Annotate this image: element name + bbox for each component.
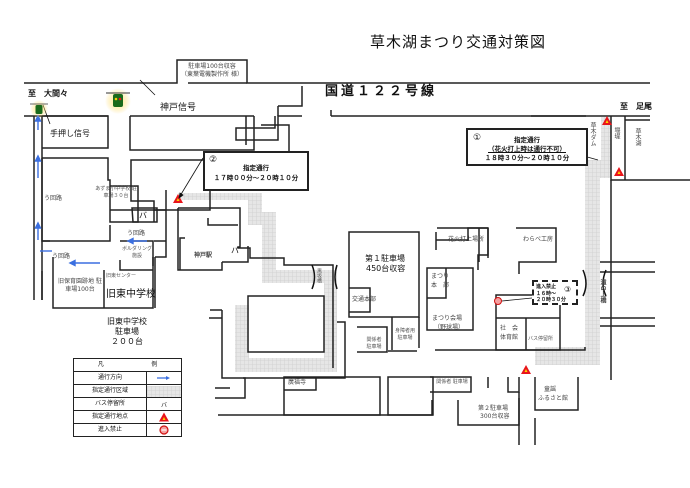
- route-label: 国道１２２号線: [325, 84, 438, 99]
- parking-top-line1: 駐車場100台収容: [188, 63, 236, 70]
- place-staff-parking-a: 関係者 駐車場: [366, 337, 382, 350]
- callout-3-number: ③: [564, 285, 572, 294]
- legend-label: 指定通行区域: [91, 387, 128, 394]
- direction-east: 至 足尾: [620, 102, 652, 111]
- warning-triangle-icon: [521, 365, 531, 374]
- callout-1-title: 指定通行: [514, 136, 540, 144]
- callout-1: ① 指定通行 （花火打上時は通行不可） １８時３０分～２０時１０分: [466, 128, 588, 166]
- place-venue-1: まつり会場: [432, 315, 463, 322]
- arrow-icon: [126, 237, 147, 245]
- place-staff-parking-b: 関係者 駐車場: [436, 379, 468, 385]
- place-dam: 草木ダム: [589, 122, 596, 146]
- warning-triangle-icon: [602, 116, 612, 125]
- place-community-center: 旧東センター: [106, 273, 137, 279]
- legend-row: 指定通行区域: [74, 384, 181, 397]
- place-bus-stop: バス停留所: [528, 336, 554, 342]
- signal-pushbutton-label: 手押し信号: [50, 129, 90, 138]
- place-temple: 廣福寺: [288, 379, 307, 386]
- callout-2: ② 指定通行 １７時００分～２０時１０分: [203, 151, 309, 191]
- callout-1-time: １８時３０分～２０時１０分: [484, 154, 570, 162]
- place-venue-2: （野球場）: [434, 324, 465, 331]
- label-detour-3: う回路: [52, 253, 71, 260]
- arrow-icon: [68, 259, 100, 267]
- arrow-icon: [34, 114, 42, 130]
- label-detour-2: う回路: [127, 230, 146, 237]
- place-embankment: 堰堤: [613, 127, 620, 139]
- place-bouldering: ボルダリング 施設: [121, 246, 152, 259]
- parking-top-line2: （東葉電機製作所 様）: [181, 71, 243, 78]
- place-traffic-hq: 交通本部: [352, 296, 377, 303]
- legend-row: バス停留所 バ: [74, 397, 181, 410]
- no-entry-icon: [146, 424, 181, 436]
- place-bridge-right: 滝の上橋: [599, 279, 606, 303]
- callout-3: 進入禁止 １６時～ ２０時３０分 ③: [532, 280, 578, 305]
- callout-2-time: １７時００分～２０時１０分: [213, 174, 299, 182]
- bus-stop-glyph: バ: [231, 246, 239, 255]
- place-festival-hq-2: 本 部: [431, 282, 450, 289]
- place-gym-1: 社 会: [500, 325, 519, 332]
- old-school-parking-line2: 駐車場: [115, 327, 139, 336]
- place-nursery-parking: 旧保育園跡地 駐車場100台: [58, 278, 102, 293]
- place-lake: 草木湖: [634, 128, 641, 146]
- old-school-parking-line1: 旧東中学校: [107, 317, 147, 326]
- legend-row: 進入禁止: [74, 423, 181, 436]
- place-parking2-capacity: 300台収容: [480, 413, 510, 420]
- place-parking1-name: 第１駐車場: [365, 254, 405, 263]
- bus-stop-glyph: バ: [139, 211, 147, 220]
- warning-triangle-icon: [146, 411, 181, 423]
- bridge-markers: [311, 264, 607, 297]
- callout-2-title: 指定通行: [243, 164, 269, 172]
- place-kando-station: 神戸駅: [194, 252, 213, 259]
- place-museum-1: 童謡: [544, 386, 557, 393]
- callout-3-title: 進入禁止: [536, 284, 557, 290]
- warning-triangle-icon: [614, 167, 624, 176]
- traffic-signal-icon: [105, 88, 131, 114]
- hatched-area-swatch: [146, 385, 181, 397]
- legend-header-right: 例: [151, 361, 158, 368]
- place-warabe: わらべ工房: [523, 236, 554, 243]
- arrow-icon: [146, 372, 181, 384]
- place-old-school: 旧東中学校: [106, 289, 156, 300]
- legend-header: 凡 例: [74, 359, 181, 371]
- label-detour-1: う回路: [44, 195, 63, 202]
- signal-kando-label: 神戸信号: [160, 103, 197, 113]
- callout-2-number: ②: [209, 155, 218, 165]
- designated-point-markers: [173, 116, 624, 374]
- place-parking2-name: 第２駐車場: [478, 405, 509, 412]
- roads: [24, 59, 690, 445]
- callout-3-line2: １６時～: [536, 291, 557, 297]
- legend-header-left: 凡: [97, 361, 104, 368]
- arrow-icon: [34, 154, 42, 178]
- legend-label: バス停留所: [94, 400, 125, 407]
- callout-3-line3: ２０時３０分: [536, 297, 567, 303]
- callout-1-number: ①: [473, 133, 482, 143]
- place-disabled-parking: 身障者用 駐車場: [394, 328, 415, 341]
- place-gym-2: 体育館: [500, 334, 519, 341]
- old-school-parking-line3: ２００台: [111, 337, 143, 346]
- legend-row: 指定通行地点: [74, 410, 181, 423]
- place-festival-hq-1: まつり: [431, 273, 450, 280]
- callout-1-note: （花火打上時は通行不可）: [488, 145, 566, 153]
- arrow-icon: [34, 221, 42, 240]
- legend-label: 通行方向: [97, 374, 122, 381]
- place-bridge-left: 黒坂橋: [316, 268, 322, 283]
- place-fireworks-site: 花火打上場所: [448, 236, 485, 243]
- designated-zone: [178, 117, 611, 372]
- place-parking1-capacity: 450台収容: [366, 264, 406, 273]
- direction-west: 至 大間々: [28, 89, 68, 98]
- place-azuma-school-parking: あずま小中学校 駐車場３０台: [95, 186, 137, 199]
- traffic-signal-icon: [30, 100, 48, 118]
- legend-row: 通行方向: [74, 371, 181, 384]
- legend: 凡 例 通行方向 指定通行区域 バス停留所 バ 指定通行地点 進入禁止: [73, 358, 182, 437]
- bus-stop-glyph: バ: [146, 398, 181, 410]
- direction-arrows: [34, 114, 147, 267]
- warning-triangle-icon: [173, 194, 183, 203]
- legend-label: 指定通行地点: [91, 413, 128, 420]
- legend-label: 進入禁止: [97, 426, 122, 433]
- place-museum-2: ふるさと館: [538, 395, 569, 402]
- page-title: 草木湖まつり交通対策図: [370, 33, 547, 51]
- no-entry-icon: [494, 297, 502, 305]
